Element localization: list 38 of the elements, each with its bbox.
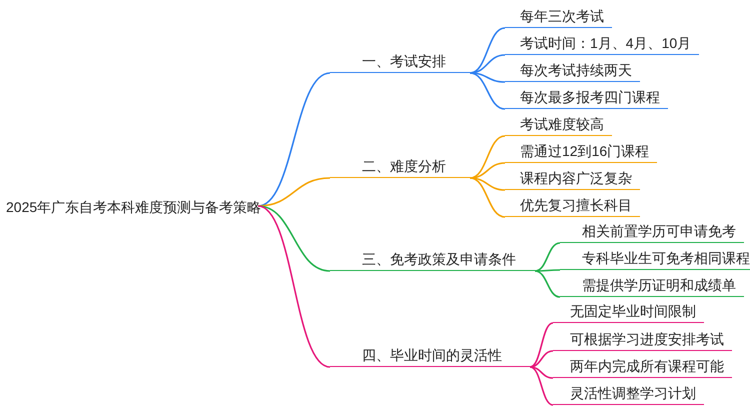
topic-text: 灵活性调整学习计划	[570, 384, 696, 402]
connector-line	[530, 322, 554, 368]
topic-text: 可根据学习进度安排考试	[570, 330, 724, 348]
connector-line	[470, 177, 506, 191]
topic-text: 三、免考政策及申请条件	[362, 250, 516, 268]
connector-line	[534, 270, 560, 298]
connector-line	[470, 177, 506, 218]
topic-text: 优先复习擅长科目	[520, 196, 632, 214]
topic-text: 需提供学历证明和成绩单	[582, 276, 736, 294]
topic-text: 考试难度较高	[520, 115, 604, 133]
connector-line	[470, 135, 506, 179]
topic-text: 无固定毕业时间限制	[570, 302, 696, 320]
topic-text: 四、毕业时间的灵活性	[362, 346, 502, 364]
topic-text: 2025年广东自考本科难度预测与备考策略	[6, 198, 262, 216]
topic-text: 一、考试安排	[362, 52, 446, 70]
connector-line	[535, 269, 560, 272]
connector-line	[258, 205, 330, 272]
connector-line	[258, 205, 330, 368]
connector-line	[470, 54, 506, 74]
topic-text: 每次考试持续两天	[520, 61, 632, 79]
connector-line	[530, 366, 554, 379]
connector-line	[470, 162, 506, 179]
topic-text: 需通过12到16门课程	[520, 142, 650, 160]
connector-line	[470, 72, 506, 110]
connector-line	[470, 27, 506, 74]
connector-line	[530, 366, 554, 406]
topic-text: 相关前置学历可申请免考	[582, 222, 736, 240]
topic-text: 两年内完成所有课程可能	[570, 357, 724, 375]
connector-line	[470, 72, 506, 83]
topic-text: 二、难度分析	[362, 157, 446, 175]
topic-text: 课程内容广泛复杂	[520, 169, 632, 187]
connector-line	[258, 177, 330, 207]
connector-line	[534, 242, 560, 272]
topic-text: 考试时间：1月、4月、10月	[520, 34, 692, 52]
topic-text: 每年三次考试	[520, 7, 604, 25]
topic-text: 每次最多报考四门课程	[520, 88, 660, 106]
topic-text: 专科毕业生可免考相同课程	[582, 249, 750, 267]
connector-line	[530, 350, 554, 368]
